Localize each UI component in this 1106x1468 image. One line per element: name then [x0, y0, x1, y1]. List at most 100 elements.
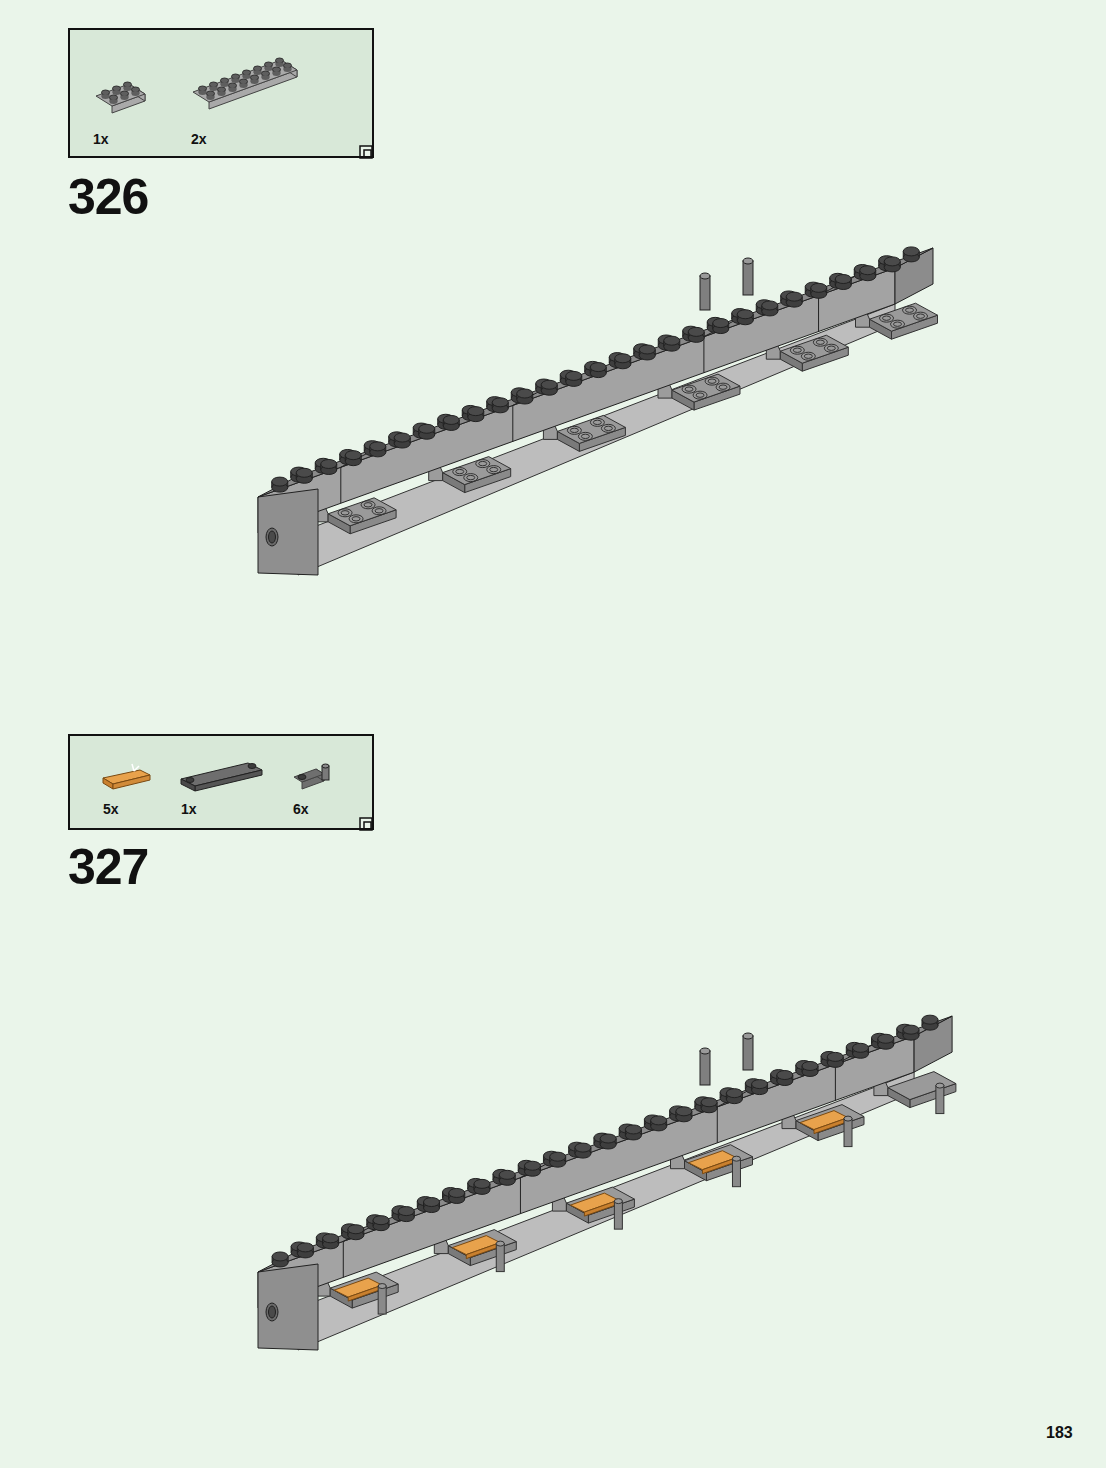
stud: [370, 442, 386, 451]
brick-shape: [903, 306, 917, 314]
brick-shape: [372, 507, 386, 515]
brick-shape: [207, 95, 215, 100]
step-number: 326: [68, 168, 148, 226]
brick-shape: [124, 86, 132, 91]
brick-shape: [593, 420, 601, 424]
brick-shape: [818, 295, 819, 331]
brick-shape: [199, 90, 207, 95]
stud: [651, 1116, 667, 1125]
brick-shape: [361, 501, 375, 509]
brick-shape: [340, 467, 341, 503]
stud: [688, 327, 704, 336]
brick-shape: [824, 344, 838, 352]
part-quantity: 6x: [293, 801, 309, 817]
stud: [903, 1025, 919, 1034]
brick-shape: [276, 62, 284, 67]
brick-shape: [467, 475, 475, 479]
stud: [575, 1143, 591, 1152]
brick-shape: [581, 434, 589, 438]
brick-shape: [338, 509, 352, 517]
brick-shape: [801, 352, 815, 360]
parts-box: 5x 1x 6x: [68, 734, 374, 830]
brick-shape: [103, 778, 113, 789]
stud: [541, 380, 557, 389]
stud: [625, 1125, 641, 1134]
brick-shape: [567, 426, 581, 434]
brick-shape: [248, 764, 256, 769]
stud: [664, 336, 680, 345]
brick-shape: [490, 467, 498, 471]
brick-shape: [804, 354, 812, 358]
stud: [878, 1034, 894, 1043]
pin: [743, 261, 753, 295]
brick-shape: [570, 428, 578, 432]
clip: [732, 1159, 740, 1187]
brick-shape: [341, 511, 349, 515]
brick-shape: [258, 268, 895, 533]
part-quantity: 2x: [191, 131, 207, 147]
brick-shape: [700, 273, 710, 279]
part-icon: [294, 769, 324, 782]
brick-shape: [102, 94, 110, 99]
brick-shape: [210, 86, 218, 91]
brick-shape: [348, 1285, 382, 1301]
brick-shape: [464, 474, 478, 482]
stud: [468, 407, 484, 416]
stud: [492, 398, 508, 407]
brick-shape: [487, 466, 501, 474]
part-icon: [193, 60, 297, 102]
part-quantity: 5x: [103, 801, 119, 817]
brick-shape: [352, 517, 360, 521]
brick-shape: [298, 304, 895, 575]
brick-shape: [209, 70, 297, 109]
brick-shape: [793, 348, 801, 352]
brick-shape: [703, 1158, 737, 1174]
brick-shape: [716, 383, 730, 391]
brick-shape: [816, 340, 824, 344]
stud: [566, 371, 582, 380]
beam-assembly: [258, 247, 938, 575]
brick-shape: [936, 1083, 944, 1088]
part-icon: [96, 84, 145, 106]
brick-shape: [265, 66, 273, 71]
clip: [614, 1201, 622, 1229]
brick-shape: [456, 469, 464, 473]
brick-shape: [121, 95, 129, 100]
brick-shape: [251, 79, 259, 84]
clip: [936, 1086, 944, 1114]
brick-shape: [813, 338, 827, 346]
stud: [860, 266, 876, 275]
end-face: [258, 489, 318, 575]
stud: [272, 477, 288, 486]
brick-shape: [364, 503, 372, 507]
brick-shape: [132, 91, 140, 96]
brick-shape: [719, 385, 727, 389]
brick-shape: [682, 385, 696, 393]
brick-shape: [266, 528, 278, 546]
stud: [884, 257, 900, 266]
brick-shape: [717, 1107, 718, 1143]
stud: [524, 1161, 540, 1170]
clip: [378, 1286, 386, 1314]
stud: [701, 1098, 717, 1107]
part-quantity: 1x: [181, 801, 197, 817]
stud: [499, 1170, 515, 1179]
stud: [811, 283, 827, 292]
stud: [762, 301, 778, 310]
brick-shape: [229, 87, 237, 92]
brick-shape: [218, 91, 226, 96]
brick-shape: [476, 460, 490, 468]
stud: [615, 354, 631, 363]
brick-shape: [584, 1200, 618, 1216]
brick-shape: [844, 1116, 852, 1121]
brick-shape: [601, 424, 615, 432]
pin: [700, 1051, 710, 1085]
stud: [903, 247, 919, 256]
brick-shape: [703, 337, 704, 373]
stud: [639, 345, 655, 354]
stud: [827, 1052, 843, 1061]
brick-shape: [258, 1036, 914, 1308]
stud: [786, 292, 802, 301]
pin: [700, 276, 710, 310]
stud: [922, 1015, 938, 1024]
